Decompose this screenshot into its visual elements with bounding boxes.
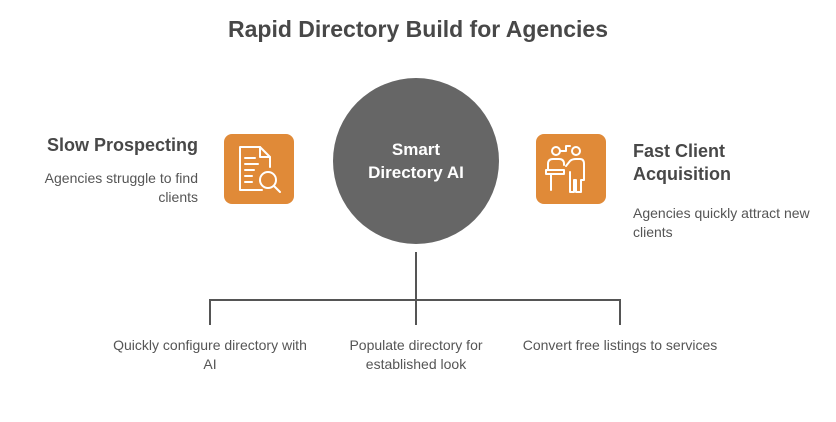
branch-item: Quickly configure directory with AI [113,337,307,372]
right-heading: Fast Client Acquisition [633,141,731,184]
document-search-icon [239,146,281,193]
hub-circle: Smart Directory AI [333,78,499,244]
presenter-audience-icon [545,145,585,193]
left-heading: Slow Prospecting [46,135,198,155]
left-icon-box [224,134,294,204]
right-icon-box [536,134,606,204]
branch-item: Populate directory for established look [349,337,483,372]
right-description: Agencies quickly attract new clients [633,205,810,240]
diagram-title: Rapid Directory Build for Agencies [228,16,608,42]
left-description: Agencies struggle to find clients [44,170,198,205]
hub-label: Smart Directory AI [368,140,464,182]
branch-item: Convert free listings to services [522,337,718,353]
